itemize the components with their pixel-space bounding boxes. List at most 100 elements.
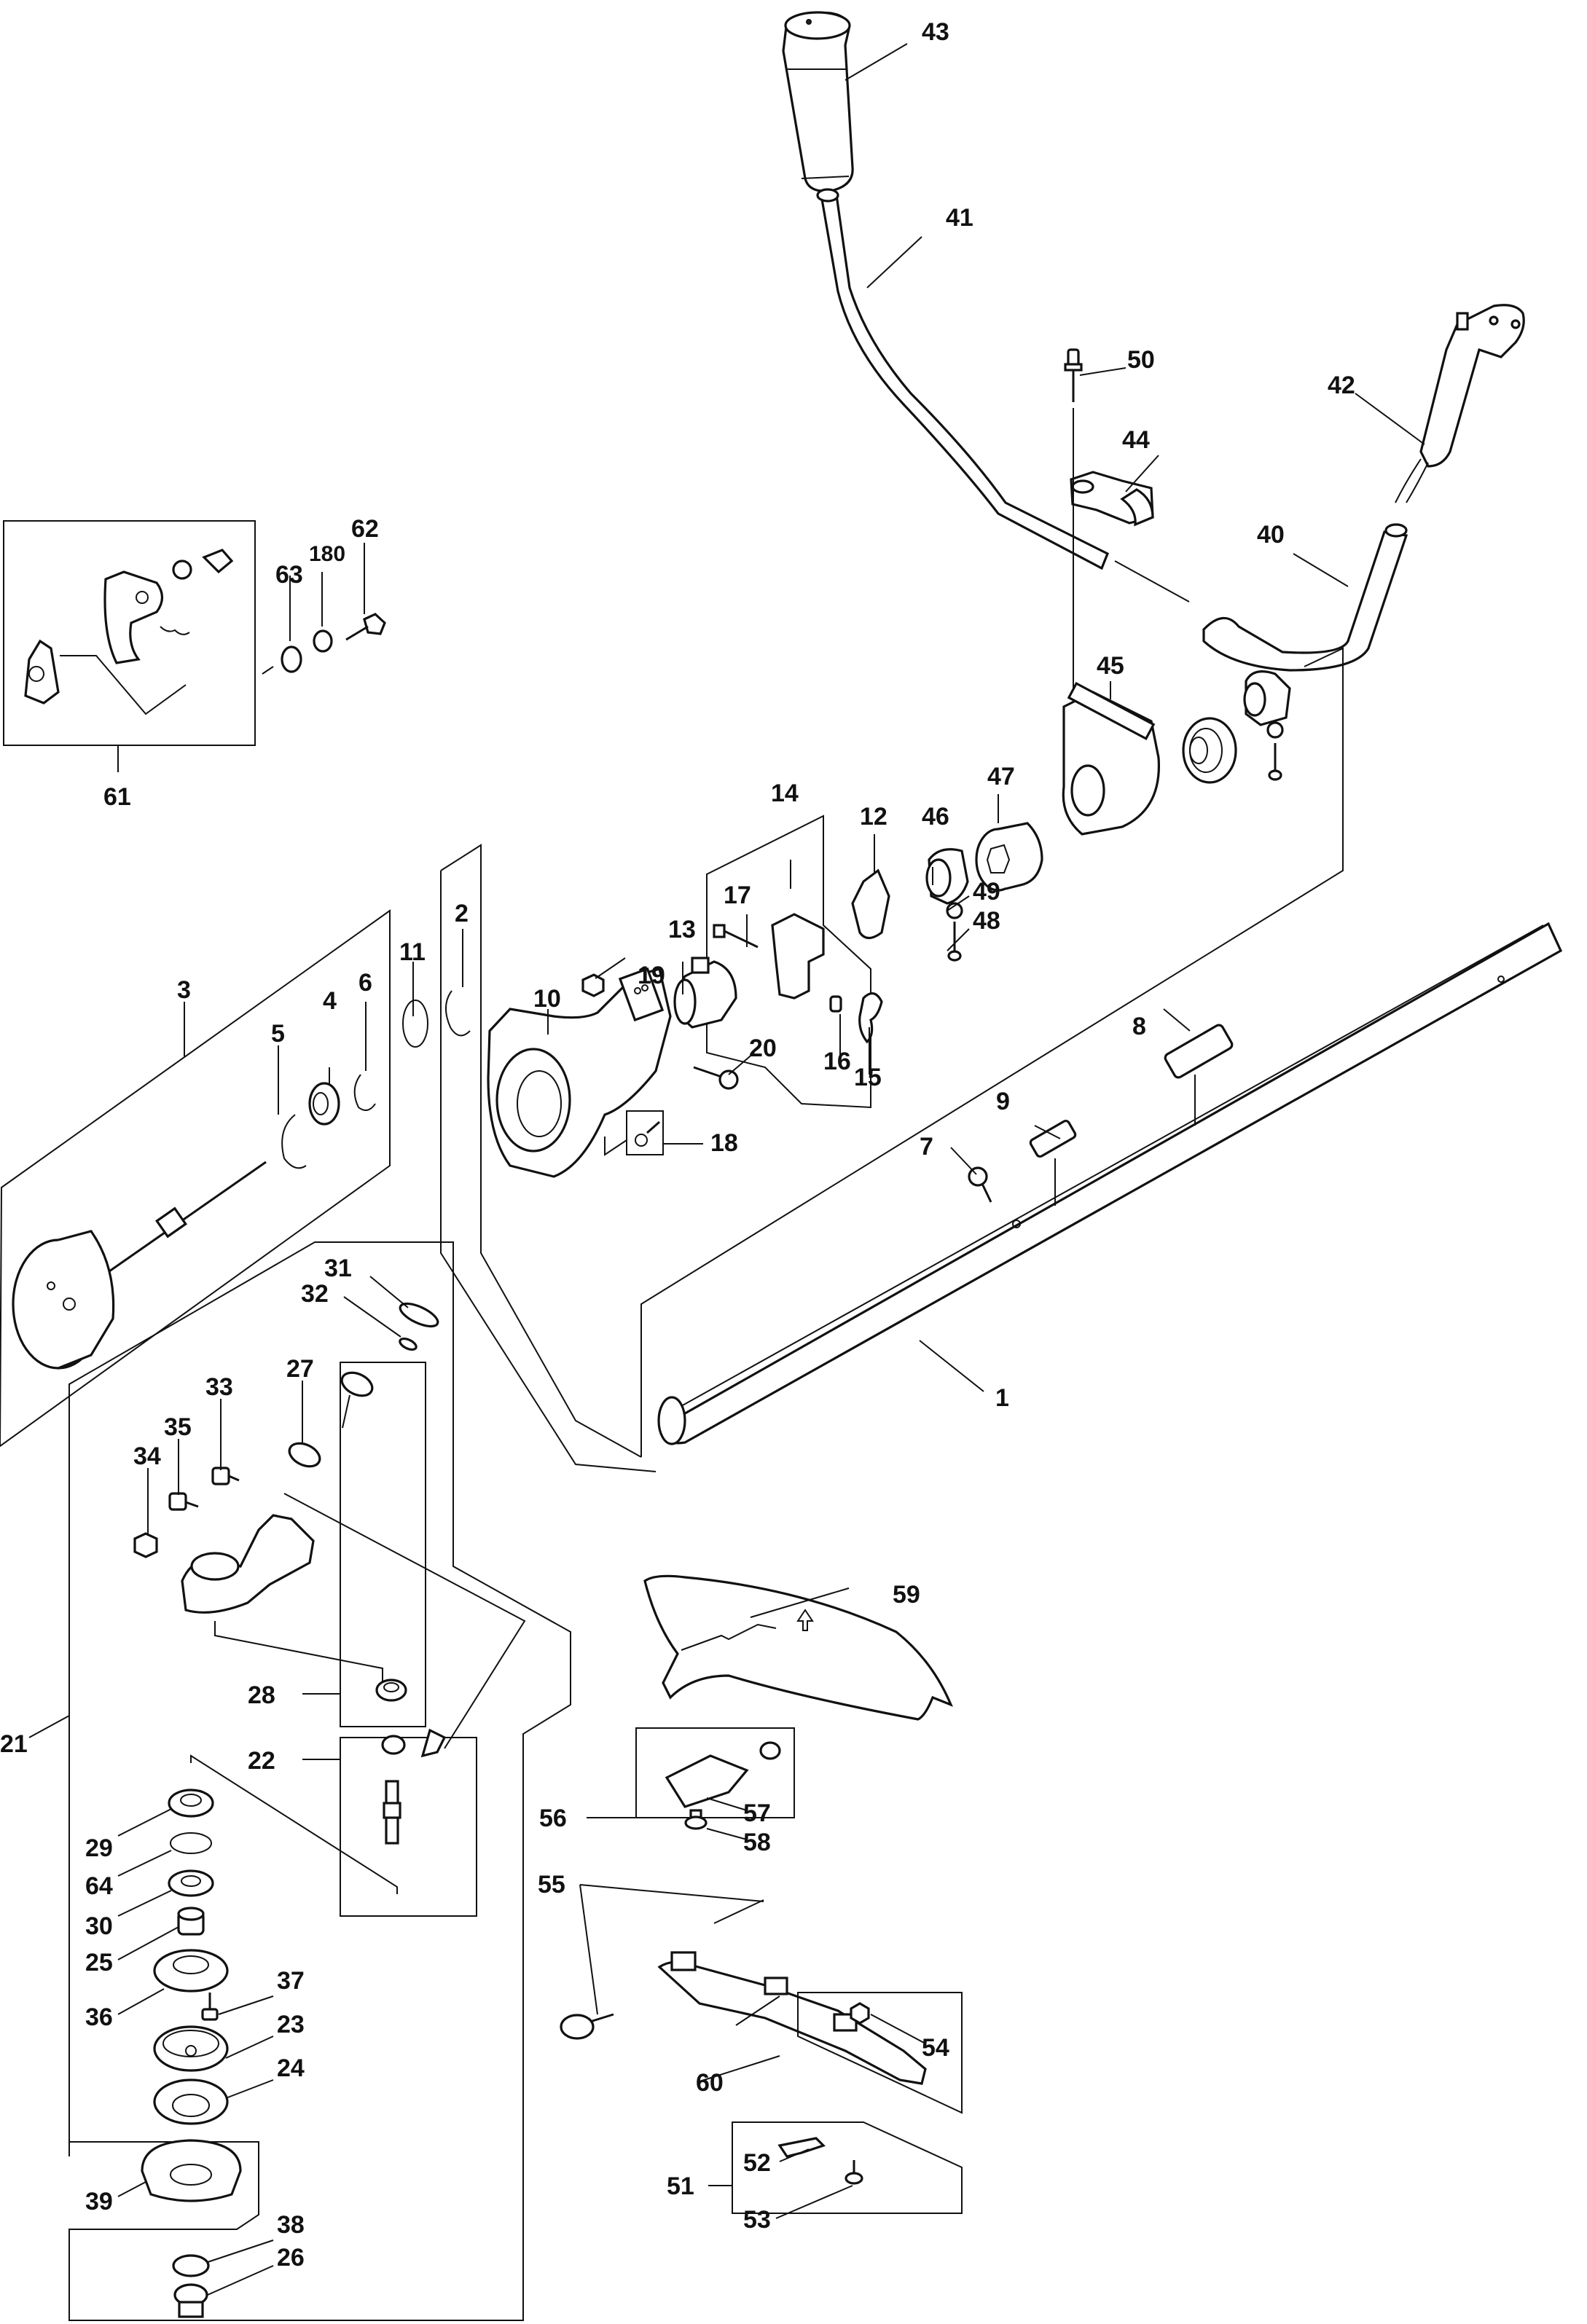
callout-5: 5 bbox=[271, 1020, 285, 1048]
bolt-62[interactable] bbox=[345, 613, 386, 641]
spacer-25[interactable] bbox=[177, 1907, 205, 1936]
callout-42: 42 bbox=[1328, 372, 1355, 399]
screw-7[interactable] bbox=[968, 1166, 992, 1203]
hanger-61[interactable] bbox=[24, 549, 234, 715]
handle-bracket-45[interactable] bbox=[1062, 681, 1161, 836]
clamp-ring-2[interactable] bbox=[445, 990, 471, 1037]
bolt-35[interactable] bbox=[168, 1492, 199, 1511]
snap-ring-6[interactable] bbox=[353, 1074, 376, 1111]
callout-3: 3 bbox=[177, 976, 191, 1004]
callout-6: 6 bbox=[358, 969, 372, 997]
callout-31: 31 bbox=[324, 1255, 352, 1282]
callout-26: 26 bbox=[277, 2244, 305, 2272]
ring-11[interactable] bbox=[402, 1000, 428, 1048]
callout-49: 49 bbox=[973, 878, 1000, 906]
holder-23[interactable] bbox=[153, 2025, 229, 2072]
bearing-29[interactable] bbox=[168, 1789, 214, 1818]
bolt-48[interactable] bbox=[947, 922, 962, 962]
grommet-47[interactable] bbox=[975, 822, 1043, 892]
callout-180: 180 bbox=[309, 542, 345, 566]
callout-59: 59 bbox=[893, 1581, 920, 1609]
bolt-set-55[interactable] bbox=[560, 1741, 781, 2040]
grease-plug-34[interactable] bbox=[133, 1532, 158, 1558]
callout-36: 36 bbox=[85, 2003, 113, 2031]
sleeve-13[interactable] bbox=[673, 957, 737, 1029]
callout-58: 58 bbox=[743, 1829, 771, 1856]
bolt-58[interactable] bbox=[684, 1809, 708, 1830]
callout-54: 54 bbox=[922, 2034, 949, 2062]
blade-52[interactable] bbox=[777, 2137, 826, 2158]
plate-57[interactable] bbox=[665, 1754, 749, 1808]
callout-30: 30 bbox=[85, 1912, 113, 1940]
nut-54[interactable] bbox=[850, 2002, 870, 2025]
screw-upper[interactable] bbox=[1268, 743, 1282, 781]
guard-59[interactable] bbox=[643, 1574, 953, 1721]
handle-holder-44[interactable] bbox=[1070, 471, 1154, 527]
screw-20[interactable] bbox=[693, 1066, 739, 1090]
callout-48: 48 bbox=[973, 907, 1000, 935]
callout-32: 32 bbox=[301, 1280, 329, 1308]
pin-16[interactable] bbox=[829, 995, 842, 1013]
bearing-27[interactable] bbox=[286, 1439, 324, 1471]
callout-28: 28 bbox=[248, 1681, 275, 1709]
pin-32[interactable] bbox=[399, 1336, 418, 1351]
callout-19: 19 bbox=[638, 962, 665, 989]
cover-36[interactable] bbox=[153, 1949, 229, 1993]
bolt-33[interactable] bbox=[211, 1467, 240, 1485]
callout-47: 47 bbox=[987, 763, 1015, 790]
washer-small-upper[interactable] bbox=[1266, 721, 1284, 739]
cup-39[interactable] bbox=[141, 2139, 242, 2202]
callout-38: 38 bbox=[277, 2211, 305, 2239]
throttle-grip-42[interactable] bbox=[1395, 304, 1525, 503]
spring-washer-180[interactable] bbox=[313, 629, 333, 653]
leader-gear-cross bbox=[190, 1754, 398, 1894]
gear-case-housing[interactable] bbox=[181, 1514, 315, 1614]
handle-bar-right-40[interactable] bbox=[1202, 523, 1408, 672]
bolt-18[interactable] bbox=[635, 1120, 660, 1147]
callout-10: 10 bbox=[533, 985, 561, 1013]
bearing-upper[interactable] bbox=[338, 1368, 376, 1400]
bearing-28[interactable] bbox=[375, 1679, 407, 1702]
nut-26[interactable] bbox=[173, 2283, 208, 2318]
clamp-assembly-outline-14 bbox=[706, 814, 871, 1109]
retaining-ring-64[interactable] bbox=[170, 1832, 212, 1854]
leader-bearing-cross bbox=[283, 1493, 526, 1749]
callout-57: 57 bbox=[743, 1799, 771, 1827]
seal-30[interactable] bbox=[168, 1869, 214, 1897]
callout-51: 51 bbox=[667, 2172, 694, 2200]
grommet-large[interactable] bbox=[1182, 717, 1237, 784]
shaft-tube-1[interactable] bbox=[657, 922, 1563, 1445]
callout-9: 9 bbox=[996, 1088, 1010, 1115]
callout-27: 27 bbox=[286, 1355, 314, 1383]
washer-24[interactable] bbox=[153, 2078, 229, 2125]
bolt-50[interactable] bbox=[1064, 348, 1083, 402]
clutch-drum-3[interactable] bbox=[12, 1161, 267, 1370]
callout-60: 60 bbox=[696, 2069, 724, 2097]
handle-bar-left-41[interactable] bbox=[816, 188, 1110, 570]
washer-63[interactable] bbox=[281, 645, 302, 673]
label-9[interactable] bbox=[1029, 1119, 1077, 1158]
callout-7: 7 bbox=[920, 1133, 933, 1161]
callout-2: 2 bbox=[455, 900, 469, 927]
bolt-37[interactable] bbox=[201, 1993, 219, 2021]
washer-38[interactable] bbox=[172, 2254, 210, 2277]
screw-53[interactable] bbox=[845, 2160, 863, 2185]
callout-11: 11 bbox=[399, 938, 426, 966]
callout-29: 29 bbox=[85, 1834, 113, 1862]
nut-19[interactable] bbox=[581, 973, 605, 997]
ring-31[interactable] bbox=[397, 1299, 441, 1331]
bushing-upper[interactable] bbox=[1243, 670, 1291, 726]
bearing-4[interactable] bbox=[308, 1082, 340, 1126]
wing-nut-15[interactable] bbox=[858, 992, 883, 1044]
clutch-housing-10[interactable] bbox=[487, 967, 672, 1178]
callout-56: 56 bbox=[539, 1805, 567, 1832]
guard-extension-60[interactable] bbox=[657, 1951, 927, 2085]
grip-43[interactable] bbox=[782, 11, 854, 192]
bushing-46[interactable] bbox=[925, 848, 969, 905]
bolt-17[interactable] bbox=[713, 924, 759, 949]
clamp-12[interactable] bbox=[851, 868, 890, 940]
label-8[interactable] bbox=[1164, 1024, 1234, 1079]
clamp-body-14[interactable] bbox=[771, 913, 825, 1000]
bevel-gear-22[interactable] bbox=[381, 1728, 447, 1845]
retaining-ring-5[interactable] bbox=[281, 1114, 307, 1169]
